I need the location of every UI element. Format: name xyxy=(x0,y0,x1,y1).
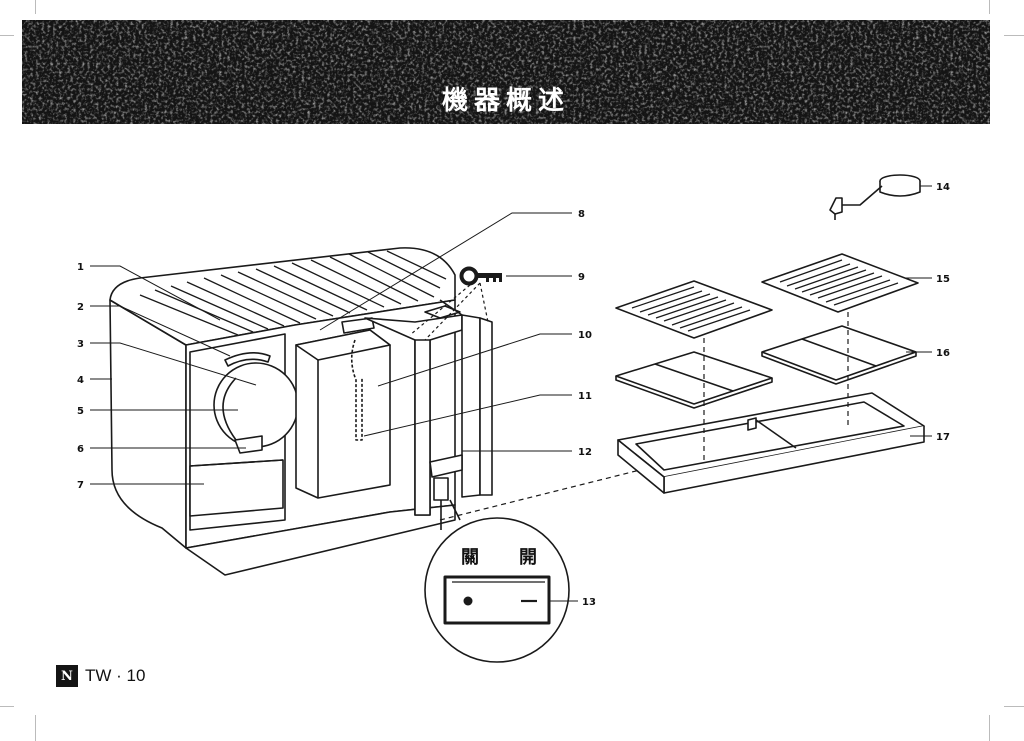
callout-leaders xyxy=(90,185,932,602)
crop-mark xyxy=(1004,706,1024,707)
water-tube xyxy=(350,339,363,441)
callout-1: 1 xyxy=(77,262,84,273)
crop-mark xyxy=(0,706,14,707)
callout-10: 10 xyxy=(578,330,592,341)
callout-14: 14 xyxy=(936,182,950,193)
machine-top-grill xyxy=(109,247,456,346)
callout-12: 12 xyxy=(578,447,592,458)
milk-housing-right xyxy=(461,314,481,498)
milk-post xyxy=(414,339,431,516)
callout-8: 8 xyxy=(578,209,585,220)
callout-9: 9 xyxy=(578,272,585,283)
callout-3: 3 xyxy=(77,339,84,350)
callout-4: 4 xyxy=(77,375,84,386)
frother-slot xyxy=(424,305,461,319)
key-icon xyxy=(459,266,502,286)
callout-2: 2 xyxy=(77,302,84,313)
callout-15: 15 xyxy=(936,274,950,285)
banner-texture xyxy=(22,20,990,124)
drip-grid-left xyxy=(615,280,773,339)
page-number: TW · 10 xyxy=(85,666,146,685)
crop-mark xyxy=(35,0,36,14)
callout-17: 17 xyxy=(936,432,950,443)
page-footer: N TW · 10 xyxy=(56,665,145,687)
crop-mark xyxy=(1004,35,1024,36)
callout-13: 13 xyxy=(582,597,596,608)
page-title: 機器概述 xyxy=(441,86,570,116)
nespresso-logo-icon: N xyxy=(56,665,78,687)
callout-5: 5 xyxy=(77,406,84,417)
top-grill-slats xyxy=(139,250,447,336)
coffee-outlet xyxy=(234,435,263,454)
machine-base xyxy=(185,504,456,576)
switch-label-off: 關 xyxy=(461,547,479,568)
crop-mark xyxy=(35,715,36,741)
callout-11: 11 xyxy=(578,391,592,402)
machine-side-panel xyxy=(109,299,187,549)
callout-7: 7 xyxy=(77,480,84,491)
capsule-top xyxy=(224,352,271,367)
drip-grid-right xyxy=(761,253,919,313)
title-banner: 機器概述 xyxy=(22,20,990,124)
crop-mark xyxy=(0,35,14,36)
callout-6: 6 xyxy=(77,444,84,455)
milk-outlet xyxy=(429,454,463,478)
lever-inner xyxy=(222,377,237,441)
callout-16: 16 xyxy=(936,348,950,359)
tank-lid xyxy=(341,317,375,334)
callout-labels: 1 2 3 4 5 6 7 8 9 10 11 12 13 14 15 16 1… xyxy=(77,182,950,608)
water-tank-top xyxy=(295,329,391,361)
switch-label-on: 開 xyxy=(519,547,537,568)
switch-leader xyxy=(440,499,461,530)
crop-mark xyxy=(989,0,990,14)
crop-mark xyxy=(989,715,990,741)
milk-frother-icon xyxy=(829,174,921,220)
capsule-container xyxy=(189,459,284,517)
switch-housing xyxy=(433,477,449,501)
